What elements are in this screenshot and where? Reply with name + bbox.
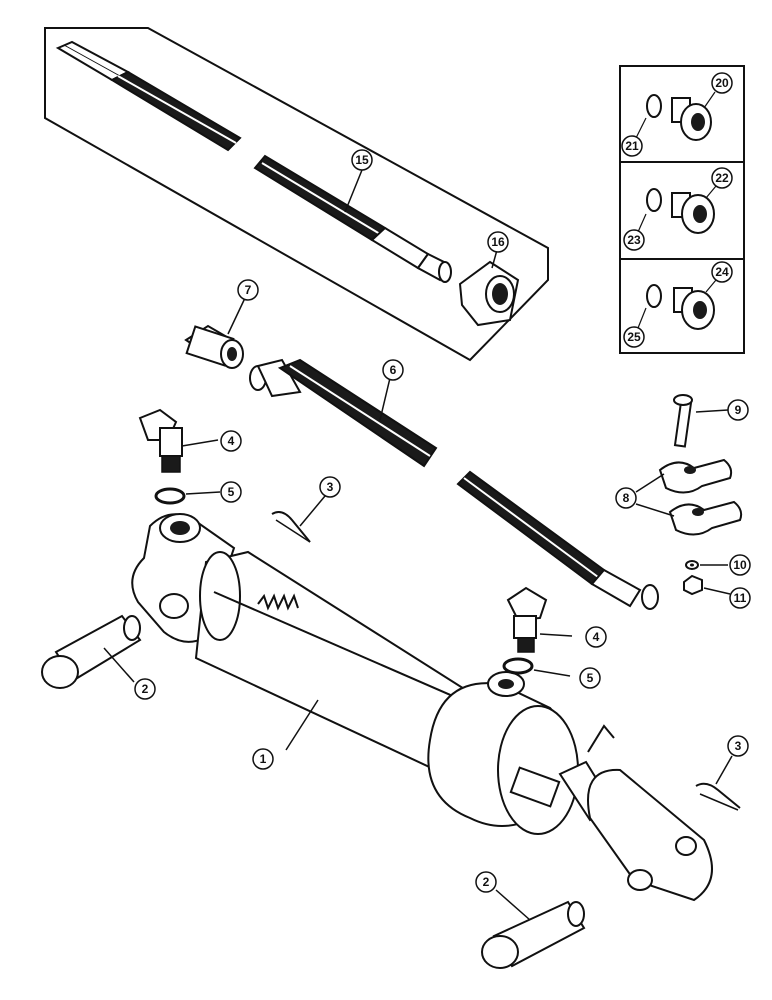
callout-23-label: 23	[627, 233, 641, 247]
callout-5a: 5	[220, 481, 242, 503]
callout-3a: 3	[319, 476, 341, 498]
hose-nut-16	[458, 260, 520, 327]
callout-1: 1	[252, 748, 274, 770]
callout-11-label: 11	[734, 591, 747, 605]
callout-21: 21	[621, 135, 643, 157]
callout-2b-label: 2	[483, 875, 490, 889]
callouts: 15 16 20 21 22 23 24 25 7 6 9 4 5 3 8 10…	[134, 72, 751, 893]
pin-2-lower	[481, 889, 586, 969]
callout-3b-label: 3	[735, 739, 742, 753]
callout-5a-label: 5	[228, 485, 235, 499]
callout-10-label: 10	[733, 558, 747, 572]
callout-4b-label: 4	[593, 630, 600, 644]
callout-8: 8	[615, 487, 637, 509]
hose-6	[249, 358, 659, 610]
callout-16: 16	[487, 231, 509, 253]
adapter-kit-panel	[619, 65, 745, 354]
callout-2b: 2	[475, 871, 497, 893]
callout-7-label: 7	[245, 283, 252, 297]
callout-6-label: 6	[390, 363, 397, 377]
elbow-fitting-4-upper	[138, 408, 221, 505]
callout-4a: 4	[220, 430, 242, 452]
callout-4a-label: 4	[228, 434, 235, 448]
callout-23: 23	[623, 229, 645, 251]
callout-22: 22	[711, 167, 733, 189]
callout-24-label: 24	[715, 265, 729, 279]
hairpin-clip-3-upper	[271, 495, 326, 543]
callout-3a-label: 3	[327, 480, 334, 494]
hose-lower-segment	[253, 154, 452, 283]
callout-11: 11	[729, 587, 751, 609]
pin-2-left	[41, 614, 142, 689]
hose-kit-panel	[44, 27, 549, 362]
callout-8-label: 8	[623, 491, 630, 505]
callout-2a: 2	[134, 678, 156, 700]
callout-24: 24	[711, 261, 733, 283]
hose-upper-segment	[55, 40, 242, 152]
callout-10: 10	[729, 554, 751, 576]
callout-25: 25	[623, 326, 645, 348]
adapter-7	[184, 297, 246, 369]
callout-9-label: 9	[735, 403, 742, 417]
callout-3b: 3	[727, 735, 749, 757]
hairpin-clip-3-lower	[695, 755, 741, 811]
callout-15: 15	[351, 149, 373, 171]
callout-20: 20	[711, 72, 733, 94]
adapter-22-ring-23	[646, 188, 715, 234]
adapter-24-ring-25	[646, 284, 715, 330]
callout-9: 9	[727, 399, 749, 421]
callout-7: 7	[237, 279, 259, 301]
callout-6: 6	[382, 359, 404, 381]
hydraulic-cylinder-1	[131, 513, 713, 902]
callout-21-label: 21	[625, 139, 639, 153]
callout-1-label: 1	[260, 752, 267, 766]
callout-4b: 4	[585, 626, 607, 648]
callout-22-label: 22	[715, 171, 729, 185]
callout-5b-label: 5	[587, 671, 594, 685]
callout-2a-label: 2	[142, 682, 149, 696]
callout-20-label: 20	[715, 76, 729, 90]
callout-15-label: 15	[355, 153, 369, 167]
clamp-hardware	[635, 394, 743, 596]
callout-25-label: 25	[627, 330, 641, 344]
callout-5b: 5	[579, 667, 601, 689]
callout-16-label: 16	[491, 235, 505, 249]
elbow-fitting-4-lower	[502, 586, 573, 677]
adapter-20-ring-21	[646, 94, 712, 141]
